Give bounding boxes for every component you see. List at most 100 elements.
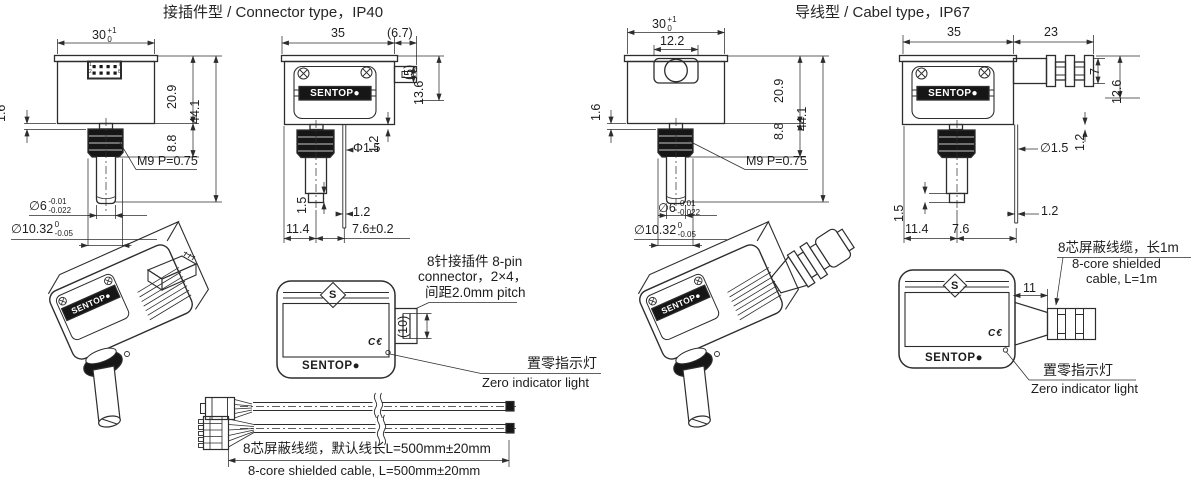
dim-13-6: 13.6: [412, 80, 426, 105]
brand-label: SENTOP●: [925, 352, 984, 364]
dim-7-6: 7.6: [952, 222, 970, 236]
brand-label: SENTOP●: [302, 360, 361, 372]
dimension-lines: [607, 28, 829, 249]
iso-pin-connector-block: [146, 251, 198, 292]
pin-connector-tab: [395, 307, 418, 345]
pin-number: 8: [118, 69, 121, 75]
brand-diamond-logo: [319, 281, 347, 309]
dim-thread-m9: M9 P=0.75: [746, 154, 807, 168]
dim-35: 35: [947, 25, 961, 39]
iso-view-connector: [47, 220, 210, 428]
dim-11-4: 11.4: [905, 222, 929, 236]
cable-gland-back: [1014, 301, 1097, 346]
pin-number: 1: [89, 62, 92, 68]
brand-s-icon: S: [329, 289, 337, 301]
screw-icon: [299, 69, 308, 78]
ce-mark-icon: C€: [988, 328, 1003, 339]
zero-indicator-cn: 置零指示灯: [527, 355, 597, 371]
dim-12-2: 12.2: [660, 34, 685, 48]
dim-1-2: 1.2: [367, 135, 381, 153]
dim-1-2: 1.2: [1073, 133, 1087, 151]
iso-view-cable: [637, 220, 855, 428]
cable-note-en: 8-core shielded cable, L=500mm±20mm: [248, 463, 481, 478]
pin-number: 7: [118, 62, 121, 68]
cable-len-en1: 8-core shielded: [1072, 256, 1161, 271]
dim-7-6: 7.6±0.2: [352, 222, 394, 236]
dimension-lines: [902, 35, 1140, 243]
cable-note-cn: 8芯屏蔽线缆，默认线长L=500mm±20mm: [243, 441, 491, 456]
iso-cable-gland: [770, 228, 855, 294]
dim-20-9: 20.9: [772, 78, 786, 103]
cable-gland-side: [1012, 54, 1095, 88]
dim-1-5: 1.5: [295, 196, 309, 214]
dim-1-6: 1.6: [0, 104, 8, 122]
dim-44-1: 44.1: [188, 99, 202, 124]
dim-pin-dia: Φ1.5: [353, 141, 381, 155]
vent-lines: [137, 267, 192, 321]
brand-label: SENTOP●: [310, 88, 360, 99]
zero-indicator-dot: [385, 349, 391, 356]
brand-label: SENTOP●: [928, 88, 978, 99]
dim-pin-dia: ∅1.5: [1040, 141, 1069, 155]
dimension-lines: [227, 440, 510, 467]
dim-1-5: 1.5: [892, 204, 906, 222]
dim-11-4: 11.4: [286, 222, 310, 236]
note-8pin-line1: 8针接插件 8-pin: [427, 254, 523, 269]
title-cable-type: 导线型 / Cabel type，IP67: [795, 4, 971, 21]
dim-8-8: 8.8: [165, 134, 179, 152]
cable-side-view: [898, 35, 1140, 243]
dimension-lines: [11, 39, 222, 249]
zero-indicator-dot: [1002, 347, 1009, 353]
cable-1: [200, 392, 516, 424]
cable-2: [198, 414, 516, 451]
cable-len-cn: 8芯屏蔽线缆，长1m: [1058, 240, 1179, 255]
screw-icon: [917, 69, 926, 78]
dim-12-6: 12.6: [1110, 79, 1124, 104]
dim-20-9: 20.9: [165, 84, 179, 109]
dim-8-8: 8.8: [772, 122, 786, 140]
note-8pin-line3: 间距2.0mm pitch: [425, 285, 526, 300]
brand-diamond-logo: [942, 273, 968, 298]
shielded-cables: [198, 392, 516, 467]
dim-7: 7: [1088, 68, 1102, 75]
dim-dia-6: ∅6-0.01-0.022: [658, 199, 701, 217]
dimension-lines: [1005, 257, 1191, 381]
cable-front-view: [607, 28, 829, 249]
zero-indicator-en: Zero indicator light: [482, 375, 589, 390]
dim-pin-1-2: 1.2: [353, 205, 371, 219]
dim-1-6: 1.6: [589, 103, 603, 121]
screw-icon: [980, 68, 989, 77]
dim-pin-1-2: 1.2: [1041, 204, 1059, 218]
dim-35: 35: [331, 26, 345, 40]
connector-side-view: [280, 36, 444, 243]
brand-s-icon: S: [951, 280, 959, 292]
pin-number: 2: [89, 69, 92, 75]
vent-lines: [727, 267, 782, 321]
dim-5: (5): [402, 64, 416, 80]
dim-11: 11: [1023, 281, 1036, 295]
dim-6-7: (6.7): [387, 26, 413, 40]
zero-indicator-cn: 置零指示灯: [1043, 362, 1113, 378]
dimension-lines: [281, 36, 444, 243]
zero-indicator-en: Zero indicator light: [1031, 381, 1138, 396]
screw-icon: [362, 68, 371, 77]
dim-10: (10): [396, 315, 410, 338]
ce-mark-icon: C€: [368, 337, 383, 348]
cable-len-en2: cable, L=1m: [1086, 271, 1158, 286]
dim-dia-6: ∅6-0.01-0.022: [29, 197, 72, 215]
dim-23: 23: [1044, 25, 1058, 39]
connector-front-view: [11, 39, 222, 249]
note-8pin-line2: connector，2×4，: [418, 269, 528, 284]
title-connector-type: 接插件型 / Connector type，IP40: [163, 4, 384, 21]
dim-44-1: 44.1: [795, 106, 809, 131]
connector-back-view: [276, 280, 601, 379]
cable-back-view: [898, 257, 1191, 381]
pin-grid-icon: [92, 65, 117, 75]
dim-thread-m9: M9 P=0.75: [137, 154, 198, 168]
